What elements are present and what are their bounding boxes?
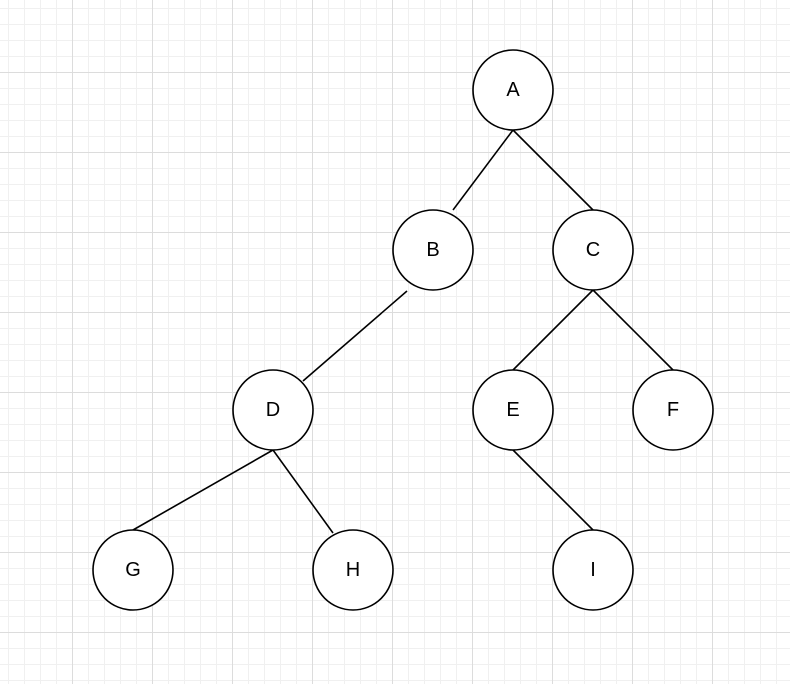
node-e-label: E: [506, 399, 519, 421]
node-b-circle: [392, 209, 474, 291]
nodes-layer: A B C D E F G H I: [92, 49, 714, 611]
edge-a-b: [452, 129, 514, 211]
edge-c-e: [512, 289, 594, 371]
node-a-label: A: [506, 79, 520, 101]
edge-e-i: [512, 449, 594, 531]
node-d: D: [232, 369, 314, 451]
node-f: F: [632, 369, 714, 451]
edge-d-h: [272, 449, 334, 534]
node-e-circle: [472, 369, 554, 451]
node-h: H: [312, 529, 394, 611]
node-f-label: F: [667, 399, 679, 421]
node-i-label: I: [590, 559, 596, 581]
node-i-circle: [552, 529, 634, 611]
edges-layer: [132, 129, 674, 534]
edge-d-g: [132, 449, 274, 531]
node-g-circle: [92, 529, 174, 611]
node-e: E: [472, 369, 554, 451]
node-a-circle: [472, 49, 554, 131]
node-c-label: C: [586, 239, 600, 261]
edge-a-c: [512, 129, 594, 211]
node-d-circle: [232, 369, 314, 451]
edge-b-d: [302, 290, 408, 382]
node-f-circle: [632, 369, 714, 451]
node-b: B: [392, 209, 474, 291]
node-b-label: B: [426, 239, 439, 261]
node-h-circle: [312, 529, 394, 611]
node-d-label: D: [266, 399, 280, 421]
node-i: I: [552, 529, 634, 611]
node-a: A: [472, 49, 554, 131]
node-g: G: [92, 529, 174, 611]
node-g-label: G: [125, 559, 141, 581]
node-h-label: H: [346, 559, 360, 581]
node-c-circle: [552, 209, 634, 291]
node-c: C: [552, 209, 634, 291]
edge-c-f: [592, 289, 674, 371]
